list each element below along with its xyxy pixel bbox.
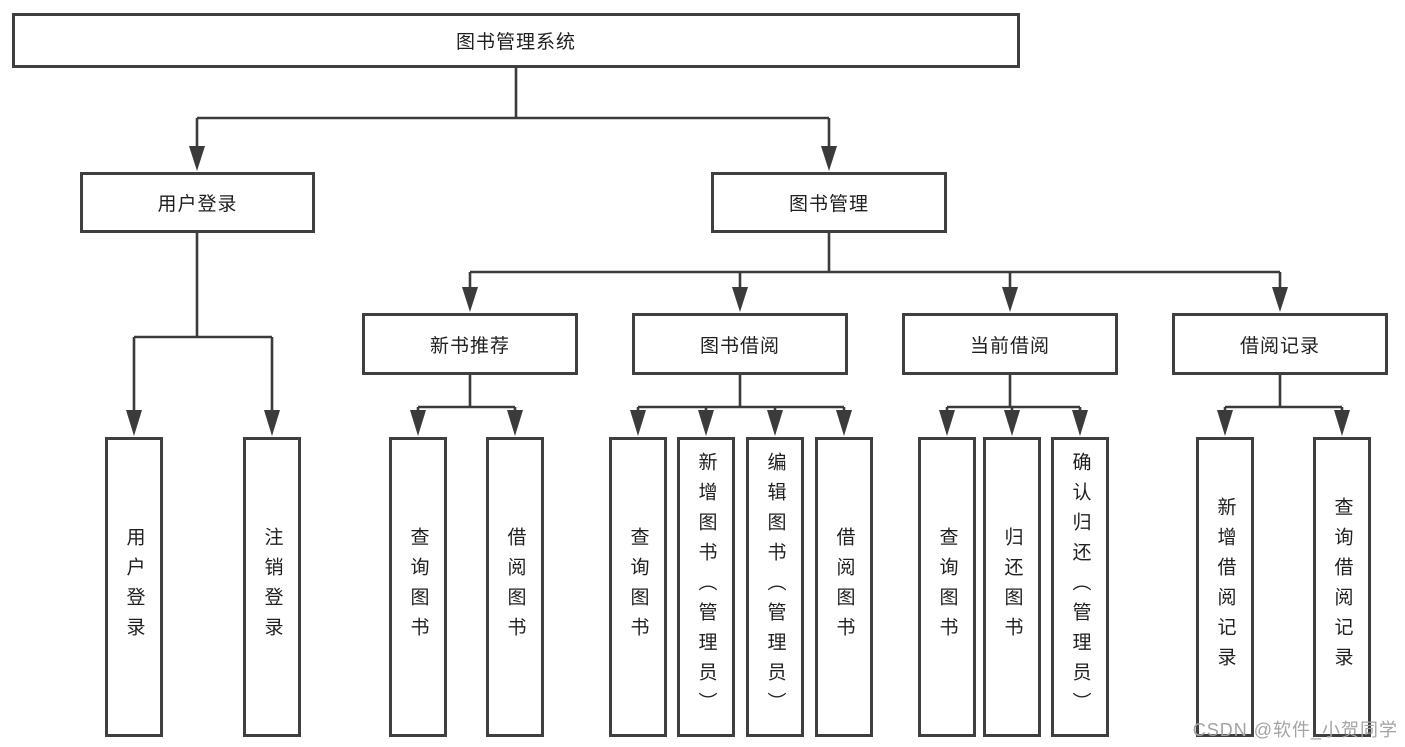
leaf-label: 借阅图书: [833, 527, 855, 647]
node-label: 当前借阅: [969, 335, 1050, 357]
leaf-label: 注销登录: [261, 527, 283, 647]
node-label: 借阅记录: [1239, 335, 1320, 357]
node-new-book-recommendation: 新书推荐: [362, 313, 578, 375]
leaf-label: 确认归还（管理员）: [1069, 452, 1091, 722]
leaf-borrow-books-recommend: 借阅图书: [486, 437, 544, 737]
leaf-logout: 注销登录: [243, 437, 301, 737]
leaf-label: 查询借阅记录: [1331, 497, 1353, 677]
arrowheads: [126, 146, 1350, 436]
leaf-edit-books-admin: 编辑图书（管理员）: [746, 437, 804, 737]
leaf-query-books-recommend: 查询图书: [389, 437, 447, 737]
leaf-return-books: 归还图书: [983, 437, 1041, 737]
csdn-watermark: CSDN @软件_小贺同学: [1192, 720, 1398, 740]
leaf-add-books-admin: 新增图书（管理员）: [677, 437, 735, 737]
node-label: 图书管理系统: [455, 32, 576, 53]
leaf-user-login: 用户登录: [105, 437, 163, 737]
node-library-management-system: 图书管理系统: [12, 13, 1020, 68]
node-book-management: 图书管理: [711, 172, 947, 233]
node-label: 图书管理: [788, 194, 869, 215]
leaf-label: 查询图书: [407, 527, 429, 647]
leaf-label: 借阅图书: [504, 527, 526, 647]
node-label: 图书借阅: [699, 335, 780, 357]
leaf-label: 查询图书: [936, 527, 958, 647]
node-label: 用户登录: [157, 194, 238, 215]
node-label: 新书推荐: [429, 335, 510, 357]
leaf-label: 用户登录: [123, 527, 145, 647]
leaf-label: 新增借阅记录: [1214, 497, 1236, 677]
leaf-label: 归还图书: [1001, 527, 1023, 647]
leaf-label: 查询图书: [627, 527, 649, 647]
leaf-add-borrow-record: 新增借阅记录: [1196, 437, 1254, 737]
node-user-login: 用户登录: [80, 172, 315, 233]
leaf-confirm-return-admin: 确认归还（管理员）: [1051, 437, 1109, 737]
leaf-query-borrow-record: 查询借阅记录: [1313, 437, 1371, 737]
leaf-label: 编辑图书（管理员）: [764, 452, 786, 722]
leaf-borrow-books: 借阅图书: [815, 437, 873, 737]
node-book-borrowing: 图书借阅: [632, 313, 848, 375]
leaf-label: 新增图书（管理员）: [695, 452, 717, 722]
node-borrowing-records: 借阅记录: [1172, 313, 1388, 375]
leaf-query-books-borrowing: 查询图书: [609, 437, 667, 737]
node-current-borrowing: 当前借阅: [902, 313, 1118, 375]
leaf-query-books-current: 查询图书: [918, 437, 976, 737]
